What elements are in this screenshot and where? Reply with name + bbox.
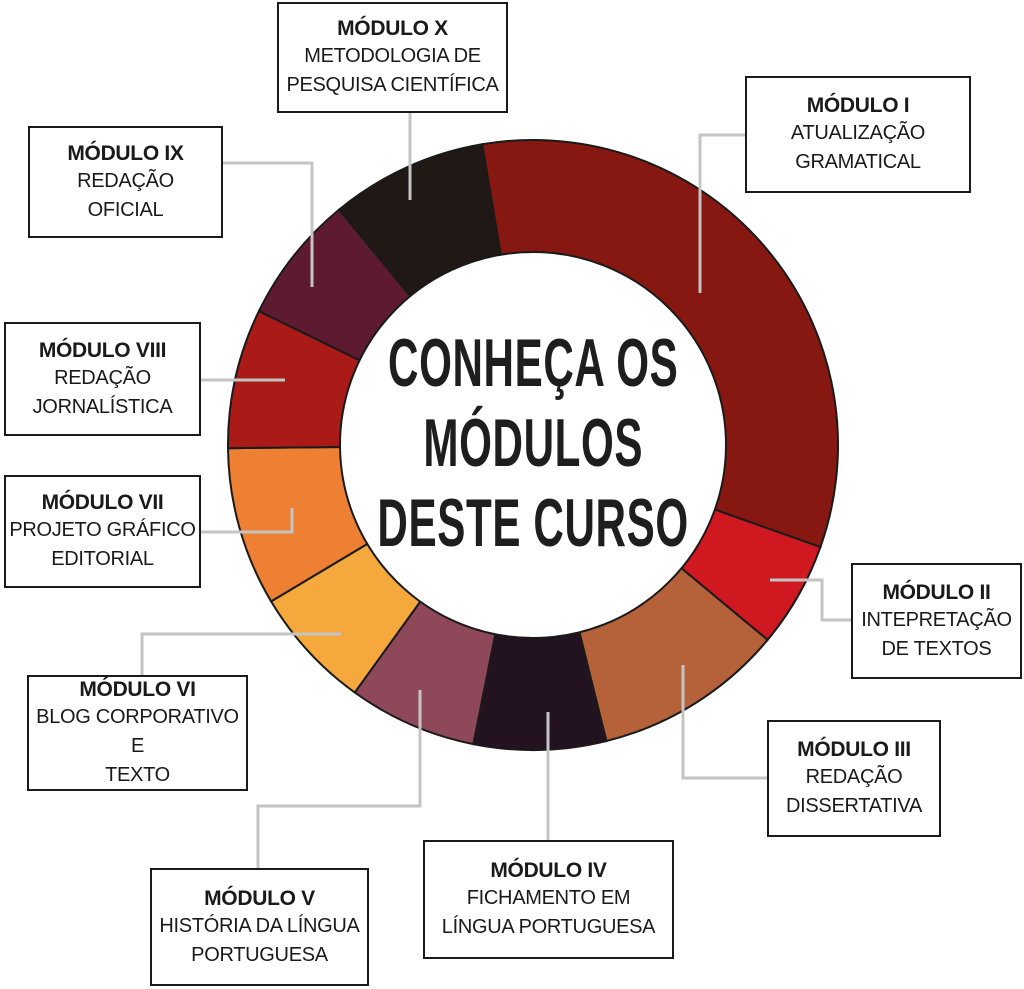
module-title: MÓDULO VII xyxy=(41,491,164,514)
module-title: MÓDULO IX xyxy=(67,141,184,165)
module-description: REDAÇÃO DISSERTATIVA xyxy=(785,766,923,817)
module-7-box: MÓDULO VII PROJETO GRÁFICO EDITORIAL xyxy=(4,475,201,588)
center-title-line-2: MÓDULOS xyxy=(423,405,643,481)
leader-line-module-6 xyxy=(140,632,341,675)
leader-line-module-2 xyxy=(770,578,851,622)
leader-line-module-1 xyxy=(698,133,745,293)
leader-line-module-9 xyxy=(222,161,314,287)
module-description: REDAÇÃO OFICIAL xyxy=(77,169,174,221)
module-title: MÓDULO VI xyxy=(79,678,196,701)
module-1-box: MÓDULO I ATUALIZAÇÃO GRAMATICAL xyxy=(745,76,971,193)
module-5-box: MÓDULO V HISTÓRIA DA LÍNGUA PORTUGUESA xyxy=(150,868,369,986)
leader-line-module-5 xyxy=(256,690,422,868)
module-title: MÓDULO I xyxy=(806,94,910,117)
center-title: CONHEÇA OS MÓDULOS DESTE CURSO xyxy=(333,323,733,563)
module-2-box: MÓDULO II INTEPRETAÇÃO DE TEXTOS xyxy=(851,563,1022,679)
module-title: MÓDULO X xyxy=(337,17,448,40)
module-4-box: MÓDULO IV FICHAMENTO EM LÍNGUA PORTUGUES… xyxy=(423,840,674,959)
module-title: MÓDULO V xyxy=(204,886,315,910)
center-title-line-1: CONHEÇA OS xyxy=(387,325,679,401)
module-6-box: MÓDULO VI BLOG CORPORATIVO E TEXTO xyxy=(27,675,248,791)
module-description: INTEPRETAÇÃO DE TEXTOS xyxy=(861,608,1012,660)
center-circle xyxy=(339,251,727,639)
module-3-box: MÓDULO III REDAÇÃO DISSERTATIVA xyxy=(767,720,941,837)
center-title-line-3: DESTE CURSO xyxy=(377,485,689,561)
module-description: HISTÓRIA DA LÍNGUA PORTUGUESA xyxy=(159,914,360,966)
module-description: FICHAMENTO EM LÍNGUA PORTUGUESA xyxy=(441,887,656,938)
module-title: MÓDULO III xyxy=(797,738,911,761)
module-title: MÓDULO IV xyxy=(490,859,607,882)
module-title: MÓDULO VIII xyxy=(38,338,167,362)
module-description: METODOLOGIA DE PESQUISA CIENTÍFICA xyxy=(286,45,499,96)
module-10-box: MÓDULO X METODOLOGIA DE PESQUISA CIENTÍF… xyxy=(277,2,508,113)
module-description: REDAÇÃO JORNALÍSTICA xyxy=(32,366,173,418)
module-title: MÓDULO II xyxy=(882,580,991,604)
module-description: PROJETO GRÁFICO EDITORIAL xyxy=(9,519,196,570)
leader-line-module-3 xyxy=(681,665,767,780)
module-description: ATUALIZAÇÃO GRAMATICAL xyxy=(790,122,926,173)
module-8-box: MÓDULO VIII REDAÇÃO JORNALÍSTICA xyxy=(4,322,201,436)
module-9-box: MÓDULO IX REDAÇÃO OFICIAL xyxy=(28,126,223,238)
module-description: BLOG CORPORATIVO E TEXTO xyxy=(36,706,239,786)
leader-line-module-7 xyxy=(200,508,294,534)
